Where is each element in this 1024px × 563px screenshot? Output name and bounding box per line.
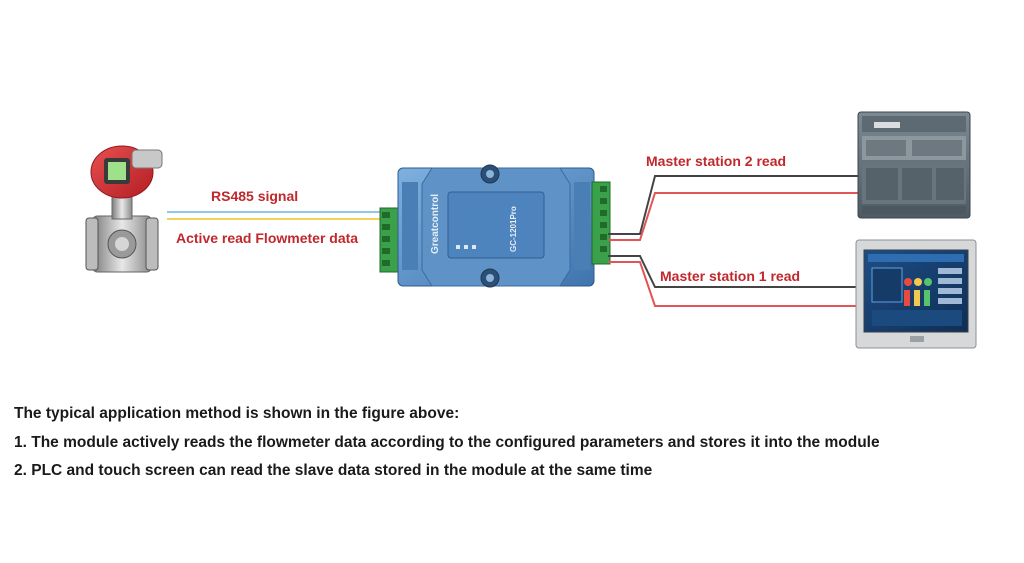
plc-wire-dark [608,175,858,235]
plc-device [857,111,971,219]
converter-module: Greatcontrol GC-1201Pro [379,164,611,288]
module-brand-text: Greatcontrol [430,194,441,254]
hmi-wire-dark [608,255,858,288]
caption-heading: The typical application method is shown … [14,405,460,422]
flowmeter-device [85,145,163,273]
master-station-1-label: Master station 1 read [660,268,801,284]
caption-line-2: 2. PLC and touch screen can read the sla… [14,462,653,479]
active-read-label: Active read Flowmeter data [176,230,359,246]
hmi-wire-red [608,261,858,307]
touch-screen-device [855,239,977,349]
caption-line-1: 1. The module actively reads the flowmet… [14,434,880,451]
rs485-signal-label: RS485 signal [211,188,299,204]
master-station-2-label: Master station 2 read [646,153,787,169]
plc-wire-red [608,192,858,241]
module-model-text: GC-1201Pro [509,206,518,252]
